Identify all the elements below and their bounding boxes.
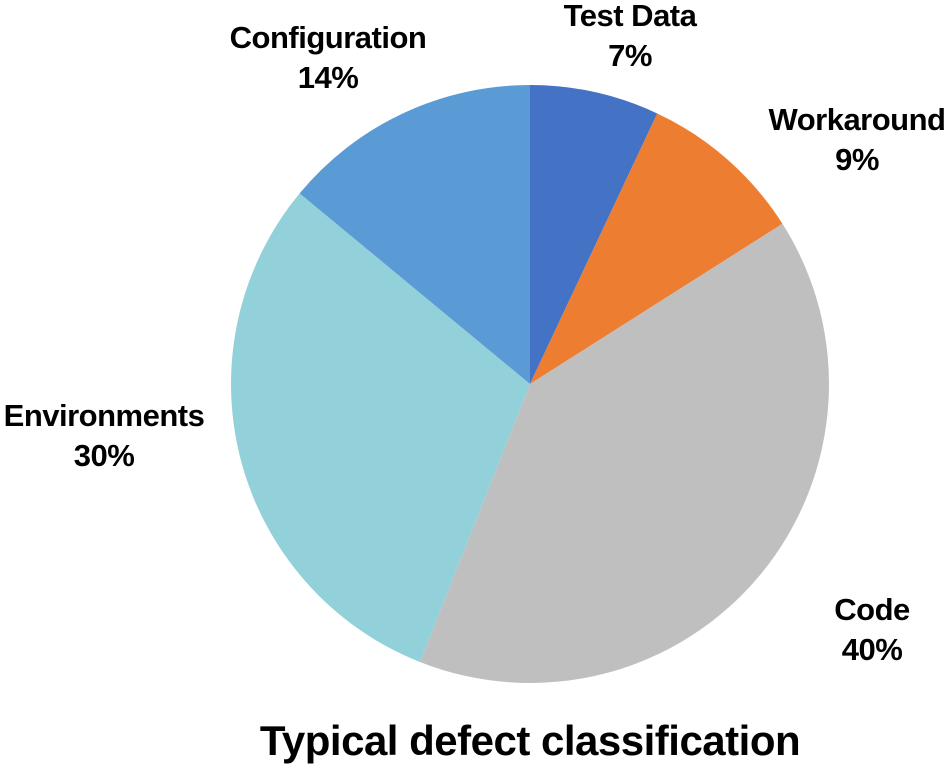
slice-label-environments-name: Environments — [3, 398, 205, 433]
slice-label-test-data-percent: 7% — [608, 38, 652, 73]
slice-label-code-name: Code — [834, 592, 910, 627]
slice-label-code-percent: 40% — [841, 632, 903, 667]
pie-slice-environments — [231, 193, 530, 662]
slice-label-workaround-percent: 9% — [835, 142, 879, 177]
pie-slice-configuration — [299, 85, 530, 384]
pie-slice-test-data — [530, 85, 658, 384]
slice-label-workaround: Workaround 9% — [768, 100, 947, 180]
slice-label-environments: Environments 30% — [4, 396, 205, 476]
slice-label-configuration: Configuration 14% — [230, 18, 427, 98]
pie-slice-code — [419, 223, 829, 683]
slice-label-workaround-name: Workaround — [768, 102, 947, 137]
slice-label-configuration-percent: 14% — [297, 60, 359, 95]
chart-title: Typical defect classification — [259, 717, 801, 764]
slice-label-configuration-name: Configuration — [229, 20, 427, 55]
slice-label-code: Code 40% — [834, 590, 910, 670]
slice-label-environments-percent: 30% — [73, 438, 135, 473]
pie-slice-workaround — [530, 113, 783, 385]
slice-label-test-data-name: Test Data — [563, 0, 697, 33]
slice-label-test-data: Test Data 7% — [564, 0, 697, 76]
